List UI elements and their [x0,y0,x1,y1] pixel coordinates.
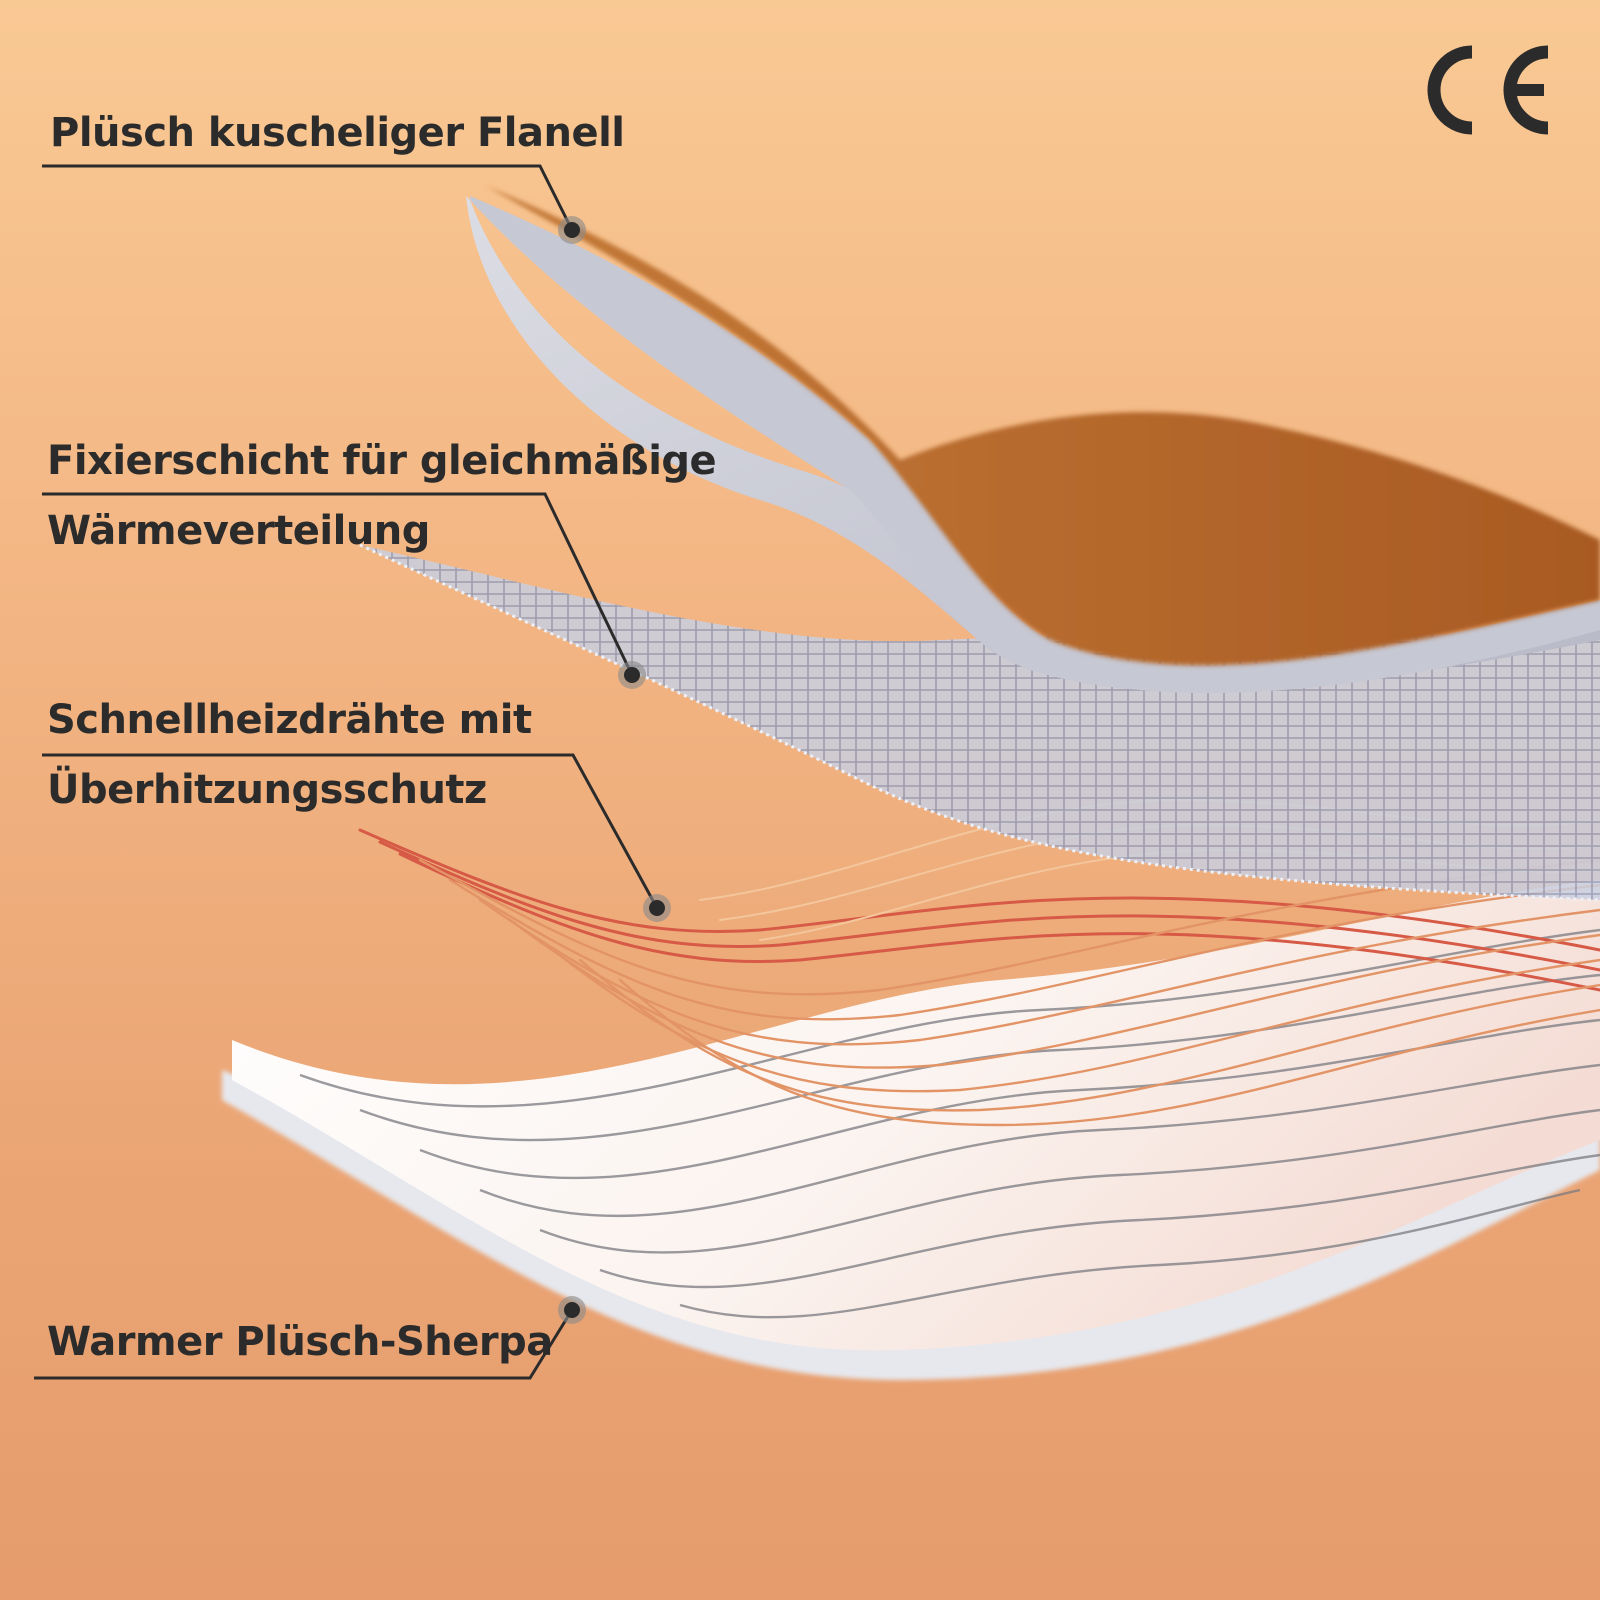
ce-mark-icon [1427,45,1549,135]
label-fixing-line2: Wärmeverteilung [47,508,430,554]
leader-sherpa [34,1309,574,1380]
dot-fixing-core [624,667,640,683]
flannel-fur [486,186,1600,666]
dot-sherpa-core [564,1302,580,1318]
sherpa-surface [232,880,1600,1351]
label-wires-line1: Schnellheizdrähte mit [47,697,532,743]
sherpa-texture-lines [299,928,1600,1319]
label-flannel: Plüsch kuscheliger Flanell [50,110,625,156]
dot-wires-core [649,900,665,916]
fixing-edge [359,543,1600,902]
dot-flannel-core [564,222,580,238]
callout-leaders [34,164,659,1380]
label-fixing-line1: Fixierschicht für gleichmäßige [47,438,717,484]
wire-bundle-red [358,828,1600,992]
leader-fixing [42,492,634,676]
label-wires-line2: Überhitzungsschutz [47,767,487,813]
callout-dots [558,216,671,1324]
heating-wires-layer [358,798,1600,1127]
leader-wires [42,753,659,909]
flannel-layer [466,186,1600,693]
sherpa-layer [222,880,1600,1380]
ce-mark-logo [1420,40,1560,140]
wire-bundle-copper [418,858,1600,1127]
leader-flannel [42,164,574,231]
flannel-sheet [470,196,1600,693]
label-sherpa: Warmer Plüsch-Sherpa [47,1319,553,1365]
